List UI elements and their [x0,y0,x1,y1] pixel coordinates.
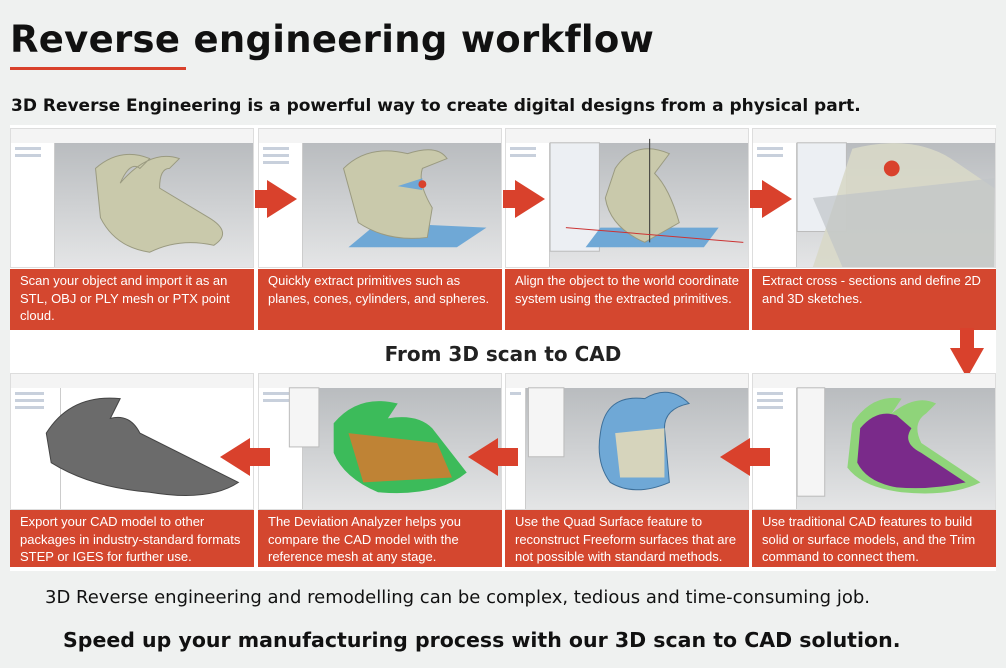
screenshot-cad-features [752,373,996,510]
arrow-right-icon [750,180,792,218]
arrow-right-icon [503,180,545,218]
mesh-with-plane-icon [342,149,487,248]
arrow-left-icon [220,438,270,476]
arrow-left-icon [468,438,518,476]
surface-model-icon [796,387,981,497]
deviation-map-icon [288,387,467,494]
step-caption: Use the Quad Surface feature to reconstr… [505,510,749,567]
step-caption: Use traditional CAD features to build so… [752,510,996,567]
workflow-board: Scan your object and import it as an STL… [10,125,996,571]
footer-cta: Speed up your manufacturing process with… [63,628,901,652]
screenshot-sketches [752,128,996,268]
footer-note: 3D Reverse engineering and remodelling c… [45,587,870,608]
screenshot-quad-surface [505,373,749,510]
step-caption: Quickly extract primitives such as plane… [258,269,502,330]
aligned-mesh-icon [549,138,744,252]
quad-mesh-icon [527,387,691,491]
mesh-model-icon [95,153,223,253]
screenshot-deviation [258,373,502,510]
page-title: Reverse engineering workflow [10,18,655,61]
arrow-right-icon [255,180,297,218]
middle-heading: From 3D scan to CAD [384,342,622,366]
screenshot-export [10,373,254,510]
screenshot-mesh-import [10,128,254,268]
step-caption: Extract cross - sections and define 2D a… [752,269,996,330]
subtitle: 3D Reverse Engineering is a powerful way… [11,96,861,116]
title-underline [10,67,186,70]
step-caption: The Deviation Analyzer helps you compare… [258,510,502,567]
screenshot-align [505,128,749,268]
step-caption: Scan your object and import it as an STL… [10,269,254,330]
screenshot-primitives [258,128,502,268]
cad-model-gray-icon [45,397,240,496]
arrow-left-icon [720,438,770,476]
step-caption: Align the object to the world coordinate… [505,269,749,330]
step-caption: Export your CAD model to other packages … [10,510,254,567]
section-plane-icon [796,142,995,267]
